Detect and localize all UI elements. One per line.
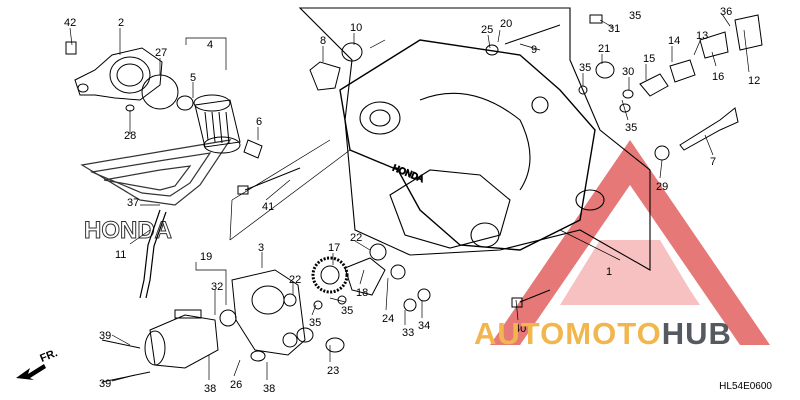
callout-water-pump-impeller: 8 (320, 35, 327, 47)
callout-reduction-gear: 17 (328, 242, 341, 254)
honda-emblem-text: HONDA (84, 217, 172, 244)
callout-o-ring-filter: 5 (190, 72, 197, 84)
callout-grommet: 36 (720, 6, 733, 18)
oil-filter-part (141, 74, 263, 159)
front-arrow-icon (16, 364, 46, 380)
callout-bolt-starter-cover-b: 38 (263, 383, 276, 395)
callout-dowel-top: 35 (629, 10, 642, 22)
callout-o-ring-starter: 32 (211, 281, 224, 293)
callout-dowel-pin: 25 (481, 24, 494, 36)
callout-starter-cover-assembly: 3 (258, 242, 265, 254)
callout-clip: 37 (127, 197, 140, 209)
long-bolt-part (237, 167, 301, 195)
callout-gear-shaft: 18 (356, 287, 369, 299)
callout-bearing-small: 22 (350, 232, 363, 244)
reduction-gear-part (296, 243, 406, 353)
watermark-logo: AUTOMOTOHUB (474, 318, 732, 349)
starter-motor-part (101, 309, 237, 383)
callout-washer-nut: 34 (418, 320, 431, 332)
callout-oil-filter-cover: 2 (118, 17, 125, 29)
callout-washer-small: 26 (230, 379, 243, 391)
callout-bearing-shaft: 24 (382, 313, 395, 325)
callout-collar: 31 (608, 23, 621, 35)
callout-bracket: 12 (748, 75, 761, 87)
honda-wing-emblem: HONDA (80, 139, 232, 245)
callout-o-ring-small: 28 (124, 130, 137, 142)
callout-dipstick: 7 (710, 156, 717, 168)
callout-bearing-small-lower: 22 (289, 274, 302, 286)
callout-sensor: 14 (668, 35, 681, 47)
diagram-code: HL54E0600 (719, 381, 772, 392)
callout-bearing: 21 (598, 43, 611, 55)
callout-spring: 6 (256, 116, 263, 128)
callout-washer-switch: 30 (622, 66, 635, 78)
callout-bearing-lower: 23 (327, 365, 340, 377)
watermark-triangle (490, 140, 770, 345)
callout-dowel-starter-b: 35 (341, 305, 354, 317)
watermark-text-secondary: HUB (661, 316, 732, 351)
callout-bolt-starter-b: 39 (99, 378, 112, 390)
callout-dowel-starter-a: 35 (309, 317, 322, 329)
callout-starter-motor-group: 19 (200, 251, 213, 263)
callout-o-ring-dipstick: 29 (656, 181, 669, 193)
callout-seal-cap: 16 (712, 71, 725, 83)
watermark-text-primary: AUTOMOTO (474, 316, 662, 351)
callout-oil-seal: 10 (350, 22, 363, 34)
right-side-parts (309, 14, 763, 312)
callout-o-ring-sensor: 13 (696, 30, 709, 42)
callout-front-crankcase-cover: 1 (606, 266, 613, 278)
starter-cover-part (231, 269, 306, 362)
callout-bolt-long: 41 (262, 201, 275, 213)
callout-bolt-starter-cover: 38 (204, 383, 217, 395)
callout-oil-filter-group: 4 (207, 39, 214, 51)
svg-text:HONDA: HONDA (391, 163, 425, 184)
callout-bolt-case: 40 (514, 323, 527, 335)
callout-dowel-long: 9 (531, 44, 538, 56)
callout-breather-tube: 11 (115, 249, 127, 261)
callout-bolt-starter-a: 39 (99, 330, 112, 342)
callout-bolt-filter-cover: 42 (64, 17, 77, 29)
breather-tube-part (139, 209, 167, 299)
callout-washer: 20 (500, 18, 513, 30)
callout-dowel-right: 35 (625, 122, 638, 134)
callout-nut: 33 (402, 327, 415, 339)
callout-o-ring-large: 27 (155, 47, 168, 59)
callout-switch: 15 (643, 53, 656, 65)
callout-dowel-mid: 35 (579, 62, 592, 74)
oil-filter-cover-part (65, 41, 163, 112)
